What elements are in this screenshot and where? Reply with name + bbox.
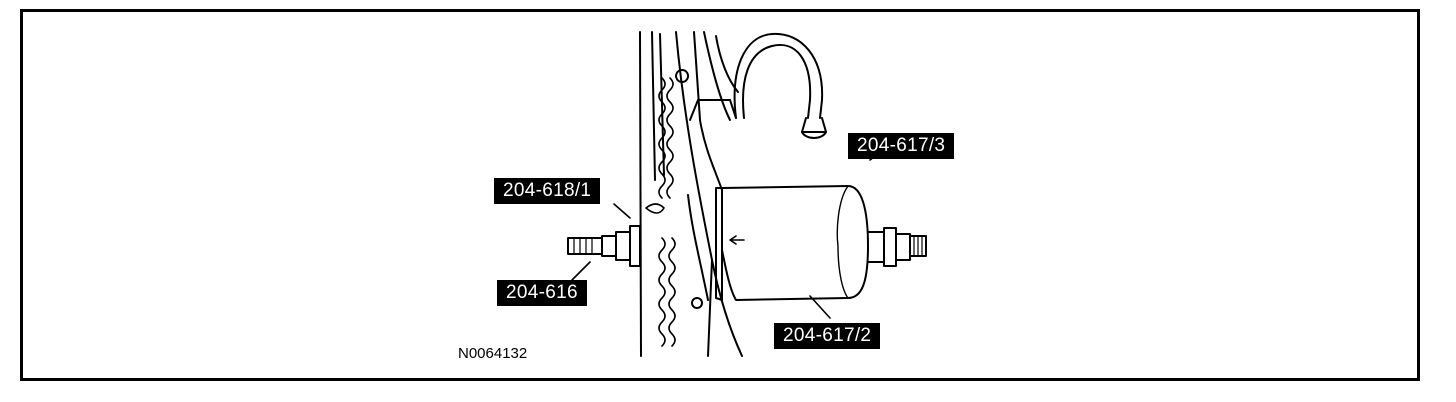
callout-204-618-1: 204-618/1 — [494, 178, 601, 204]
callout-204-617-3: 204-617/3 — [848, 133, 955, 159]
left-fitting — [567, 225, 641, 267]
figure-id-label: N0064132 — [458, 345, 528, 362]
callout-204-616: 204-616 — [497, 280, 587, 306]
figure-frame — [20, 9, 1420, 381]
frame-rail — [639, 31, 743, 357]
fuel-hose — [733, 32, 827, 139]
callout-204-617-2: 204-617/2 — [774, 323, 881, 349]
weld-bead — [645, 77, 676, 347]
fuel-filter-body — [715, 185, 927, 301]
leader-lines — [571, 139, 897, 319]
